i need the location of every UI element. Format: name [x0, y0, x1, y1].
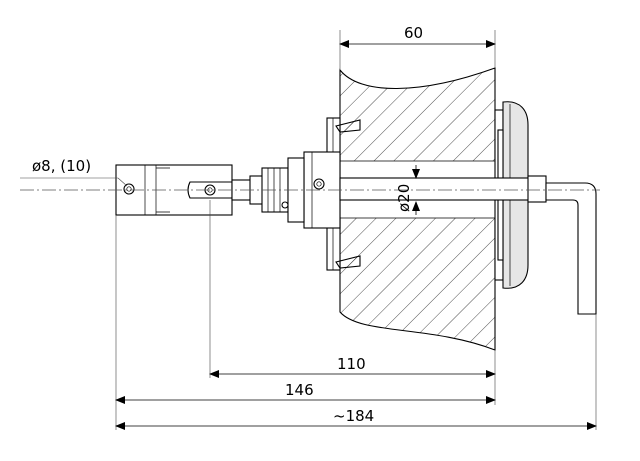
- dim-146-label: 146: [285, 381, 314, 399]
- pin-hole-label: ø8, (10): [32, 157, 91, 175]
- dim-diameter-20-label: ø20: [395, 184, 413, 212]
- dim-60-label: 60: [404, 24, 423, 42]
- crank-handle: [527, 175, 597, 315]
- dimension-lines: [115, 40, 597, 430]
- dim-184-label: ~184: [333, 407, 374, 425]
- shaft: [339, 177, 531, 201]
- dim-110-label: 110: [337, 355, 366, 373]
- wall-section: [339, 67, 496, 351]
